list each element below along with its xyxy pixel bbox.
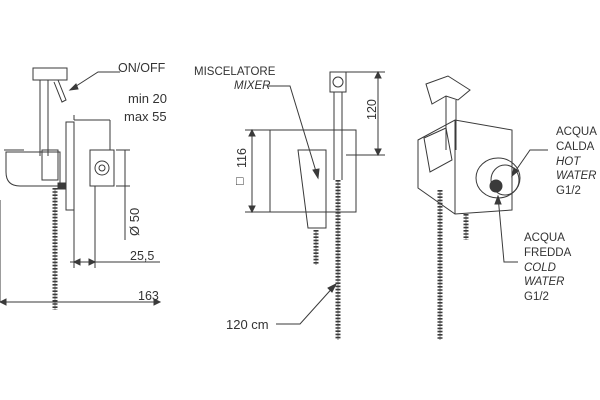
cold-water-label-1: ACQUA [524,232,565,244]
dimension-25-5-label: 25,5 [130,249,155,263]
perspective-view [417,75,548,340]
side-view [0,67,162,310]
max-depth-label: max 55 [124,109,167,124]
cold-water-label-3: COLD [524,262,556,274]
cold-water-label-2: FREDDA [524,247,572,259]
diameter-label: Ø 50 [127,207,142,236]
hot-water-label-1: ACQUA [556,126,597,138]
dimension-120-label: 120 [365,99,379,120]
on-off-label: ON/OFF [118,61,166,75]
cold-water-label-4: WATER [524,276,565,288]
hot-water-label-4: WATER [556,170,597,182]
square-symbol: □ [236,174,244,188]
dimension-116-label: 116 [235,148,249,168]
mixer-english-label: MIXER [234,80,271,92]
cold-water-thread-label: G1/2 [524,291,549,303]
hot-water-label-3: HOT [556,156,581,168]
hot-water-label-2: CALDA [556,141,595,153]
hose-length-label: 120 cm [226,317,269,332]
front-view [245,70,385,340]
min-depth-label: min 20 [128,91,168,106]
dimension-163-label: 163 [138,289,159,303]
hot-water-thread-label: G1/2 [556,185,581,197]
mixer-italian-label: MISCELATORE [194,66,276,78]
